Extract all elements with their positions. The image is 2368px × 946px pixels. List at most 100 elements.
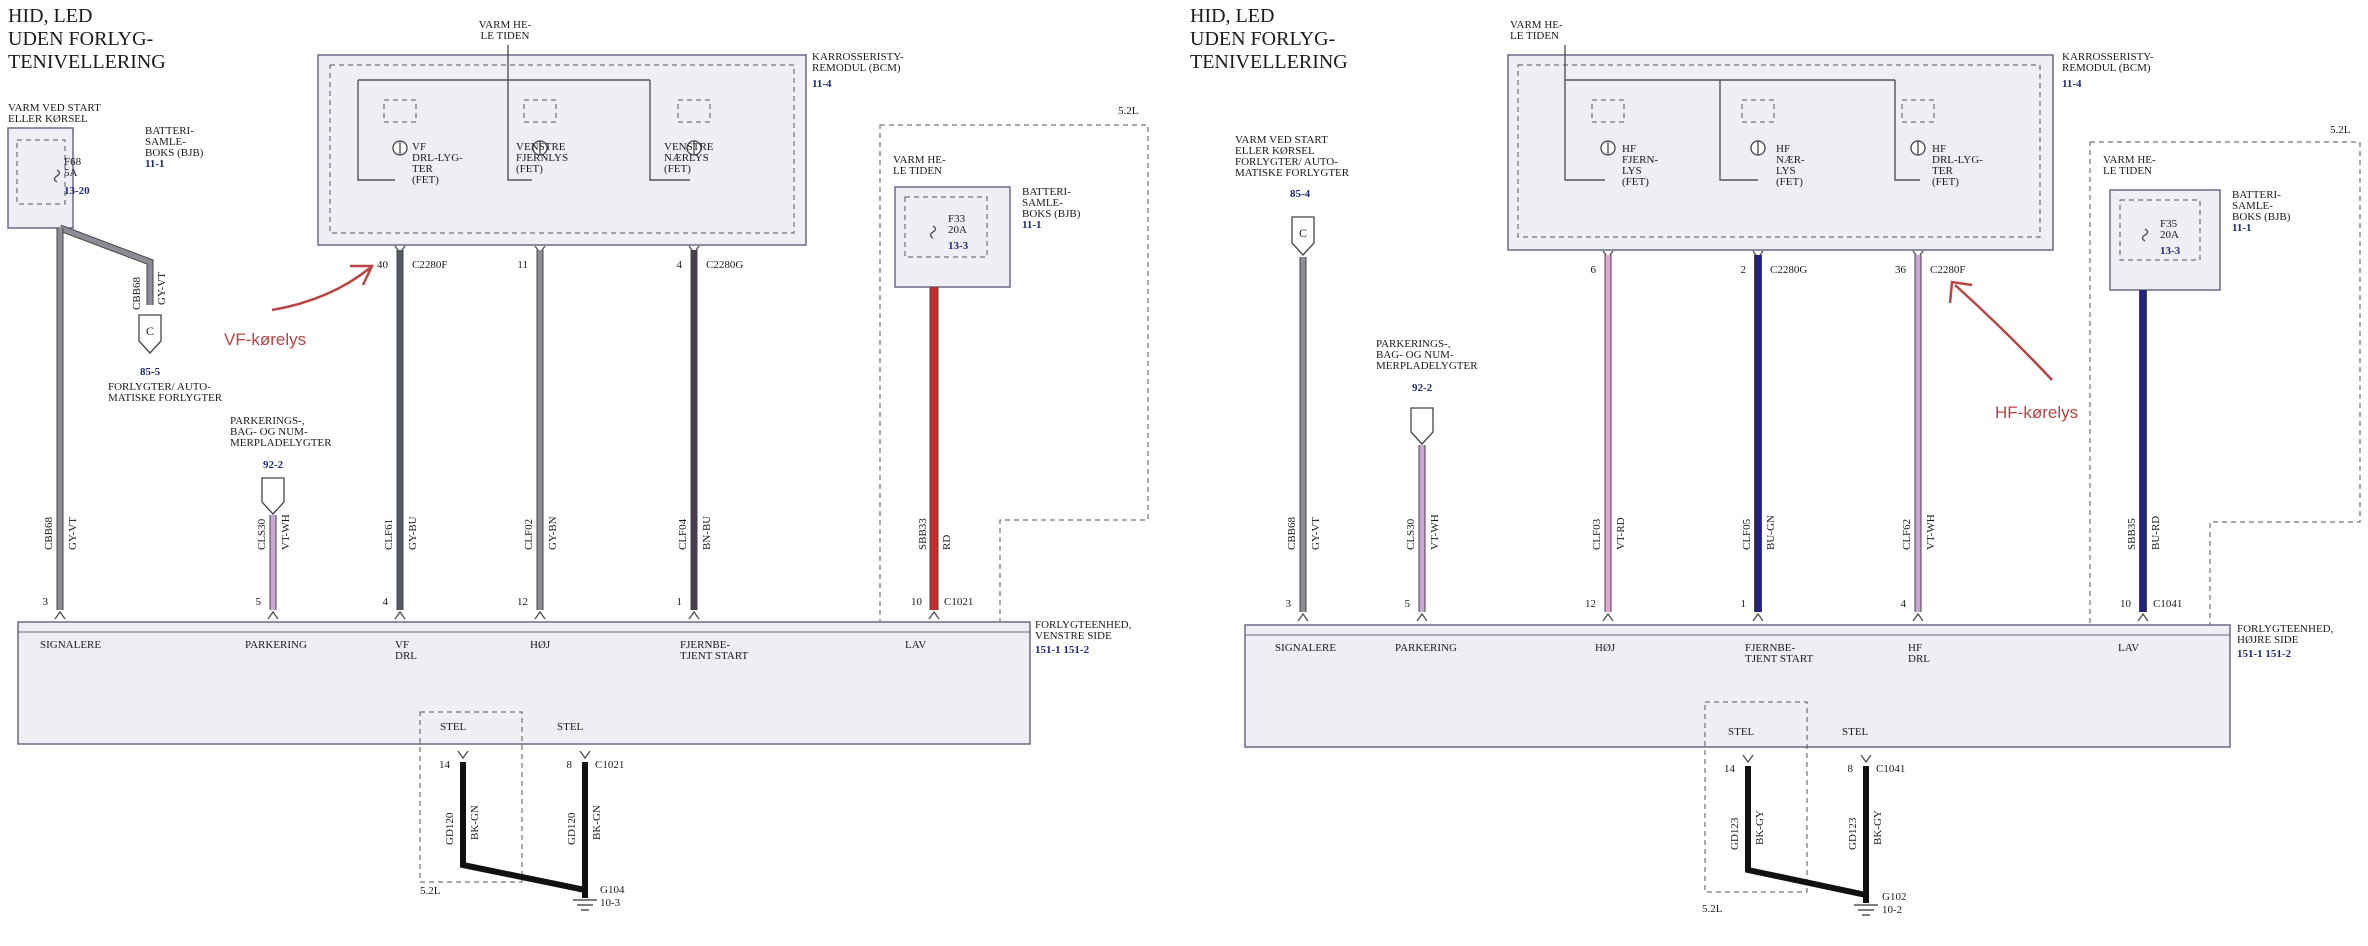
- right-ground-region: [1704, 701, 1808, 893]
- left-wire-pin: 5: [256, 596, 262, 608]
- right-wire-code: CLF05: [1741, 518, 1753, 550]
- left-unit-func-label: VF: [395, 639, 409, 651]
- right-ground-ref: 10-2: [1882, 904, 1902, 916]
- connector-c-icon: [138, 314, 162, 354]
- left-connector-c-ref: 85-5: [140, 366, 161, 378]
- left-unit-func-label: TJENT START: [680, 650, 749, 662]
- left-fuse-icon: [53, 169, 61, 183]
- left-fet-label: (FET): [412, 174, 439, 186]
- left-wire-pin-arrow: [267, 610, 279, 620]
- right-wire-pin-arrow: [2137, 612, 2149, 622]
- right-fet-label: (FET): [1776, 176, 1803, 188]
- right-side-top-label: ELLER KØRSEL: [1235, 145, 1315, 157]
- left-unit-func-label: SIGNALERE: [40, 639, 101, 651]
- right-ground-engine: 5.2L: [1702, 903, 1723, 915]
- left-title: UDEN FORLYG-: [8, 28, 153, 50]
- left-fuse2-icon: [929, 225, 937, 239]
- right-fet-label: DRL-LYG-: [1932, 154, 1983, 166]
- right-fet-label: (FET): [1622, 176, 1649, 188]
- right-fusebox2-top-label: VARM HE-: [2103, 154, 2156, 166]
- left-bcm-pin: 40: [377, 259, 389, 271]
- right-unit-func-label: PARKERING: [1395, 642, 1457, 654]
- right-fet-label: NÆR-: [1776, 154, 1805, 166]
- left-bcm-pin: 11: [517, 259, 528, 271]
- left-bcm-top-label: LE TIDEN: [481, 30, 530, 42]
- right-bcm-pin: 6: [1591, 264, 1597, 276]
- left-fet-label: VENSTRE: [664, 141, 714, 153]
- right-side-top-label: FORLYGTER/ AUTO-: [1235, 156, 1338, 168]
- left-fusebox-inner: [16, 139, 66, 205]
- left-fusebox2-ref: 11-1: [1022, 219, 1042, 231]
- right-fet: [1591, 99, 1625, 156]
- left-ground-region: [419, 711, 523, 883]
- left-wire-color: RD: [941, 535, 953, 550]
- right-bcm-ref: 11-4: [2062, 78, 2082, 90]
- left-connector-c-label: MATISKE FORLYGTER: [108, 392, 223, 404]
- left-ground-color: BK-GN: [469, 805, 481, 840]
- left-fusebox2-label: BATTERI-: [1022, 186, 1071, 198]
- left-wire-pin: 4: [383, 596, 389, 608]
- right-bcm-pin: 2: [1741, 264, 1747, 276]
- left-bcm-pin: 4: [677, 259, 683, 271]
- right-fuse2-ref: 13-3: [2160, 245, 2181, 257]
- right-annotation: HF-kørelys: [1995, 403, 2078, 422]
- left-bcm-conn: C2280F: [412, 259, 447, 271]
- left-ground-color: BK-GN: [591, 805, 603, 840]
- right-bcm-top-label: LE TIDEN: [1510, 30, 1559, 42]
- left-fet-label: DRL-LYG-: [412, 152, 463, 164]
- left-ground-wire: [460, 762, 588, 898]
- right-ground-color: BK-GY: [1872, 810, 1884, 845]
- left-fusebox2-label: BOKS (BJB): [1022, 208, 1081, 220]
- left-fet-label: VF: [412, 141, 426, 153]
- left-wire-pin-arrow: [688, 610, 700, 620]
- right-wire-code: CLF03: [1591, 518, 1603, 550]
- right-unit-func-label: SIGNALERE: [1275, 642, 1336, 654]
- right-bcm-conn: C2280F: [1930, 264, 1965, 276]
- left-fusebox2-top-label: VARM HE-: [893, 154, 946, 166]
- left-wire-code: CLS30: [256, 518, 268, 550]
- right-parking-label: BAG- OG NUM-: [1376, 349, 1454, 361]
- left-connector-c-label: FORLYGTER/ AUTO-: [108, 381, 211, 393]
- left-fet-label: (FET): [516, 163, 543, 175]
- left-fusebox-top-label: VARM VED START: [8, 102, 101, 114]
- left-fet-label: NÆRLYS: [664, 152, 709, 164]
- connector-c-letter: C: [1299, 226, 1307, 240]
- left-fusebox2-label: SAMLE-: [1022, 197, 1063, 209]
- left-fusebox-label: SAMLE-: [145, 136, 186, 148]
- left-wire-color: GY-BN: [547, 516, 559, 550]
- right-wire-pin-arrow: [1297, 612, 1309, 622]
- left-fet-label: FJERNLYS: [516, 152, 568, 164]
- right-ground-icon: [1854, 904, 1878, 916]
- left-bcm-top-label: VARM HE-: [479, 19, 532, 31]
- right-wire-pin: 12: [1585, 598, 1596, 610]
- left-fuse2-label: 20A: [948, 224, 967, 236]
- right-fet-label: HF: [1776, 143, 1790, 155]
- right-wire-pin: 4: [1901, 598, 1907, 610]
- left-ground-id: G104: [600, 884, 625, 896]
- left-wire-code: CLF61: [383, 519, 395, 550]
- left-fusebox-ref: 11-1: [145, 158, 165, 170]
- right-wire-color: VT-RD: [1615, 517, 1627, 550]
- right-wire-pin-arrow: [1602, 612, 1614, 622]
- left-ground-pin: 14: [439, 759, 451, 771]
- left-side-wire-color: GY-VT: [156, 272, 168, 305]
- left-bcm-label: REMODUL (BCM): [812, 62, 901, 74]
- left-ground-pin-arrow: [579, 750, 591, 760]
- right-side-ref: 85-4: [1290, 188, 1311, 200]
- left-fusebox-label: BOKS (BJB): [145, 147, 204, 159]
- right-fusebox2-label: SAMLE-: [2232, 200, 2273, 212]
- left-ground-engine: 5.2L: [420, 885, 441, 897]
- right-fet: [1901, 99, 1935, 156]
- right-unit-func-label: LAV: [2118, 642, 2139, 654]
- right-stel-label: STEL: [1842, 726, 1869, 738]
- left-bcm-bus: [357, 45, 690, 181]
- left-fuse-label: F68: [64, 156, 82, 168]
- left-ground-pin: 8: [567, 759, 573, 771]
- left-wire-code: CLF02: [523, 519, 535, 550]
- right-wire-pin: 10: [2120, 598, 2132, 610]
- left-stel-label: STEL: [440, 721, 467, 733]
- right-unit-refs: 151-1 151-2: [2237, 648, 2292, 660]
- left-side-wire-code: CBB68: [131, 276, 143, 310]
- left-title: HID, LED: [8, 5, 92, 27]
- connector-c-icon: [1291, 216, 1315, 256]
